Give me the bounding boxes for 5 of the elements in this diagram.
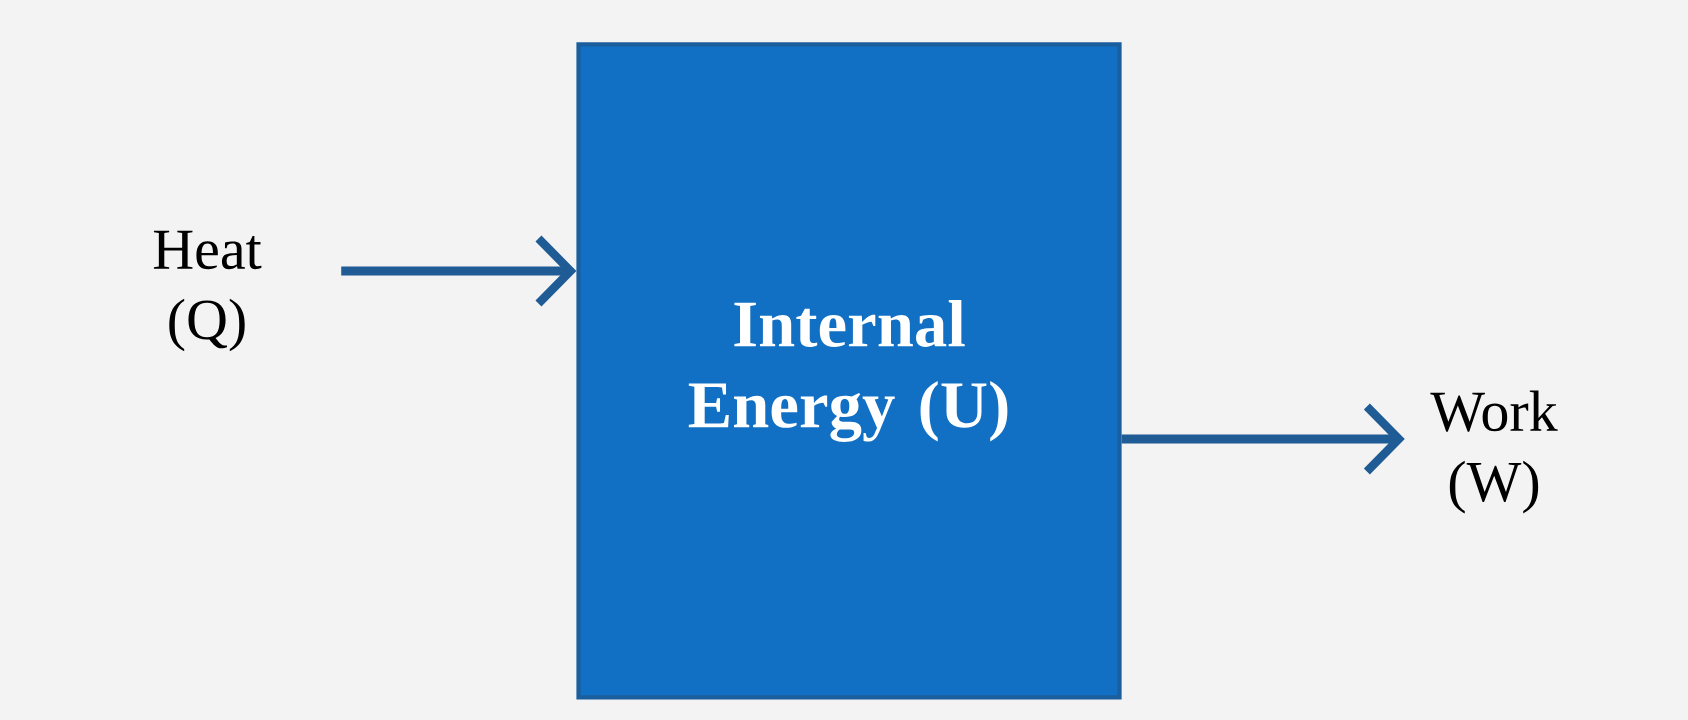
arrow bbox=[1121, 403, 1405, 475]
process-label: Work (W) bbox=[1430, 390, 1558, 514]
process-box: Internal Energy (U) bbox=[576, 42, 1122, 700]
arrow bbox=[341, 235, 577, 307]
process-label: Heat (Q) bbox=[153, 230, 262, 352]
